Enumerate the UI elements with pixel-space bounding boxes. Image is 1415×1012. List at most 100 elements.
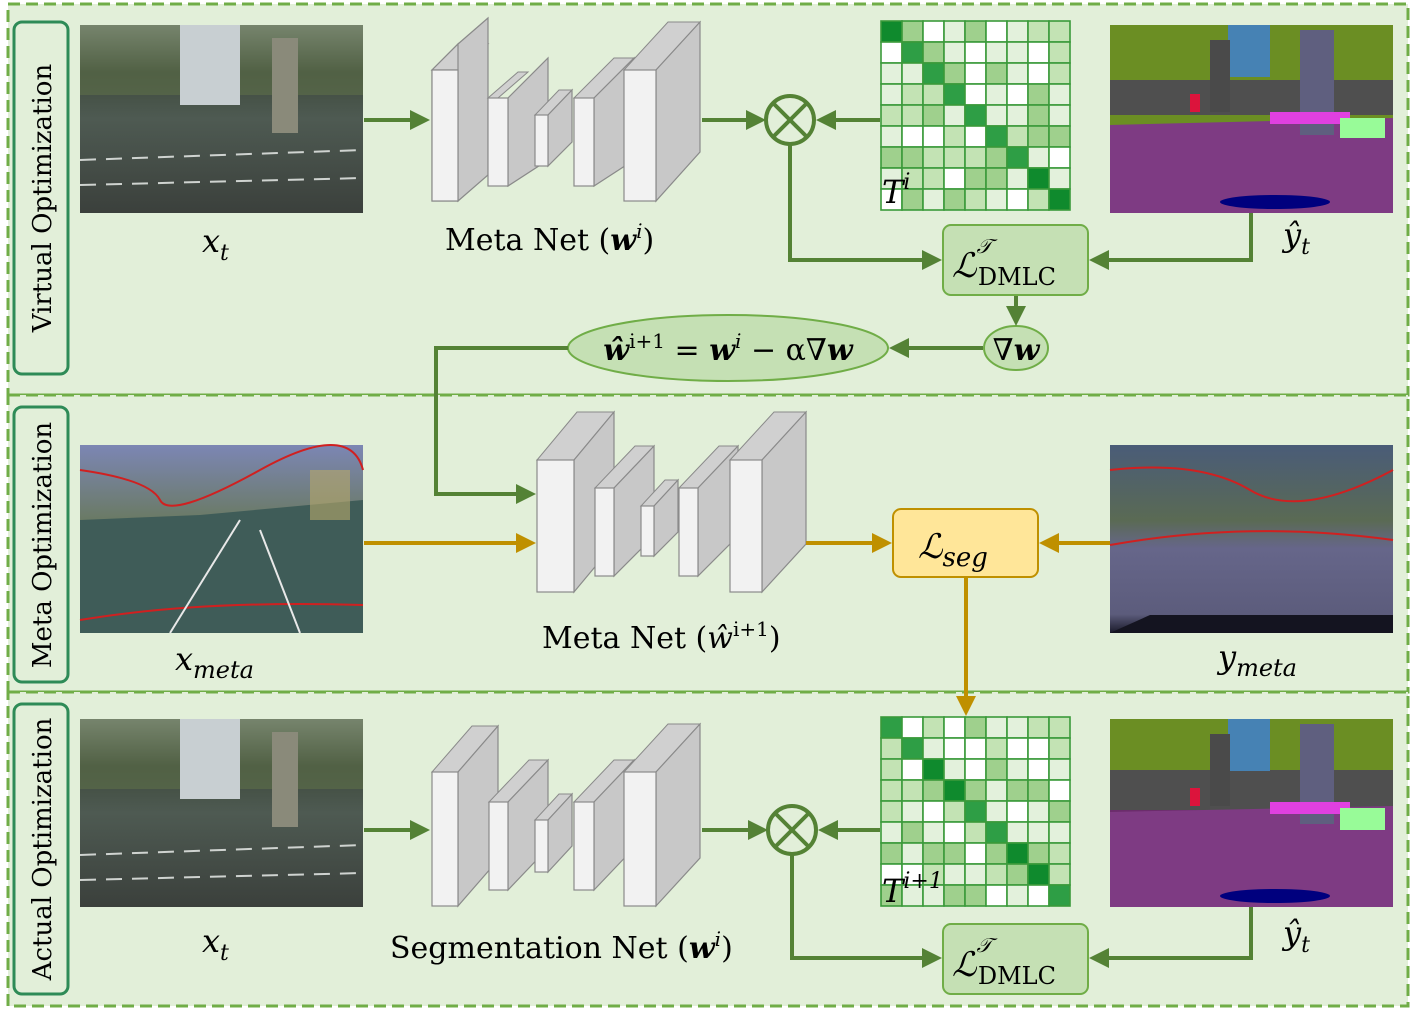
matrix-cell	[964, 737, 987, 760]
matrix-cell	[1006, 842, 1029, 865]
matrix-cell	[901, 716, 924, 739]
side-label-actual: Actual Optimization	[12, 702, 70, 996]
matrix-cell	[880, 716, 903, 739]
matrix-cell	[1006, 884, 1029, 907]
arrows-virtual	[364, 110, 1253, 504]
label-yt-top: ŷt	[1281, 216, 1310, 260]
matrix-cell	[1006, 821, 1029, 844]
matrix-cell	[943, 758, 966, 781]
multiply-operator-bottom	[766, 804, 818, 856]
svg-text:ymeta: ymeta	[1216, 638, 1297, 682]
matrix-cell	[943, 842, 966, 865]
matrix-cell	[1048, 167, 1071, 190]
matrix-cell	[943, 83, 966, 106]
matrix-cell	[880, 779, 903, 802]
matrix-cell	[1027, 62, 1050, 85]
gradient-node: ∇w	[983, 325, 1049, 371]
matrix-cell	[901, 800, 924, 823]
matrix-cell	[1006, 716, 1029, 739]
side-label-virtual: Virtual Optimization	[12, 20, 70, 376]
svg-text:ŵi+1 = wi − α∇w: ŵi+1 = wi − α∇w	[603, 329, 854, 368]
matrix-cell	[901, 83, 924, 106]
matrix-cell	[985, 104, 1008, 127]
svg-text:∇w: ∇w	[993, 333, 1041, 368]
matrix-cell	[901, 758, 924, 781]
matrix-cell	[1027, 758, 1050, 781]
matrix-cell	[880, 758, 903, 781]
input-image-xt-bottom	[79, 719, 364, 907]
matrix-cell	[1027, 842, 1050, 865]
matrix-cell	[1006, 188, 1029, 211]
transition-matrix-bottom	[880, 716, 1071, 907]
matrix-cell	[943, 779, 966, 802]
matrix-cell	[1006, 62, 1029, 85]
matrix-cell	[985, 758, 1008, 781]
matrix-cell	[1027, 779, 1050, 802]
matrix-cell	[1006, 104, 1029, 127]
side-label-virtual-text: Virtual Optimization	[28, 64, 58, 334]
matrix-cell	[1027, 125, 1050, 148]
matrix-cell	[880, 146, 903, 169]
input-image-xt-top	[79, 25, 364, 213]
matrix-cell	[943, 41, 966, 64]
matrix-cell	[1048, 842, 1071, 865]
matrix-cell	[964, 20, 987, 43]
matrix-cell	[1048, 188, 1071, 211]
matrix-cell	[922, 20, 945, 43]
matrix-cell	[880, 842, 903, 865]
matrix-cell	[901, 821, 924, 844]
matrix-cell	[1006, 146, 1029, 169]
matrix-cell	[964, 188, 987, 211]
matrix-cell	[880, 20, 903, 43]
matrix-cell	[922, 842, 945, 865]
matrix-cell	[922, 167, 945, 190]
pseudo-label-ymeta	[1109, 445, 1394, 633]
prediction-image-yt-bottom	[1110, 719, 1393, 907]
matrix-cell	[880, 737, 903, 760]
matrix-cell	[1027, 83, 1050, 106]
label-meta-net-top: Meta Net (wi)	[445, 219, 654, 258]
matrix-cell	[1006, 20, 1029, 43]
matrix-cell	[985, 842, 1008, 865]
arrows-meta	[364, 533, 1110, 716]
matrix-cell	[922, 758, 945, 781]
svg-text:Segmentation Net (wi): Segmentation Net (wi)	[390, 927, 733, 966]
matrix-cell	[1006, 863, 1029, 886]
meta-net-top	[430, 16, 702, 203]
matrix-cell	[943, 62, 966, 85]
loss-seg: ℒseg	[892, 508, 1039, 578]
matrix-cell	[1027, 104, 1050, 127]
matrix-cell	[922, 737, 945, 760]
matrix-cell	[1048, 800, 1071, 823]
matrix-cell	[943, 716, 966, 739]
matrix-cell	[1006, 737, 1029, 760]
matrix-cell	[880, 104, 903, 127]
transition-matrix-top	[880, 20, 1071, 211]
matrix-cell	[943, 104, 966, 127]
matrix-cell	[964, 62, 987, 85]
label-xt-top: xt	[202, 222, 229, 266]
label-xmeta: xmeta	[175, 640, 254, 684]
matrix-cell	[964, 758, 987, 781]
matrix-cell	[943, 884, 966, 907]
arrows-actual	[364, 820, 1253, 968]
matrix-cell	[985, 884, 1008, 907]
matrix-cell	[1006, 167, 1029, 190]
matrix-cell	[964, 716, 987, 739]
matrix-cell	[964, 779, 987, 802]
matrix-cell	[1048, 758, 1071, 781]
matrix-cell	[1027, 41, 1050, 64]
matrix-cell	[1027, 146, 1050, 169]
matrix-cell	[1048, 716, 1071, 739]
multiply-operator-top	[764, 94, 816, 146]
matrix-cell	[964, 821, 987, 844]
matrix-cell	[985, 779, 1008, 802]
matrix-cell	[964, 167, 987, 190]
label-matrix-top: Ti	[882, 170, 910, 211]
matrix-cell	[1027, 188, 1050, 211]
matrix-cell	[922, 716, 945, 739]
matrix-cell	[943, 863, 966, 886]
side-label-actual-text: Actual Optimization	[28, 717, 58, 981]
svg-text:xt: xt	[202, 922, 229, 966]
